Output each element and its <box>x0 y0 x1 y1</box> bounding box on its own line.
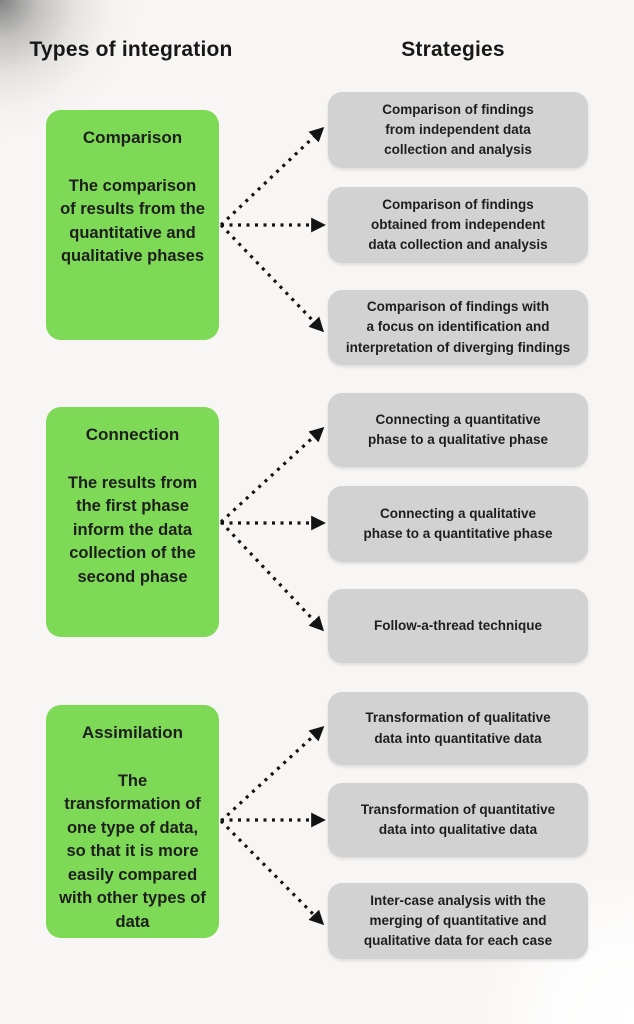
type-box-comparison: Comparison The comparison of results fro… <box>46 110 219 340</box>
strategy-label: Inter-case analysis with the merging of … <box>363 892 553 949</box>
strategy-label: Follow-a-thread technique <box>373 617 542 633</box>
strategy-box: Connecting a qualitative phase to a quan… <box>328 486 588 562</box>
type-title: Assimilation <box>81 723 184 742</box>
strategy-box: Transformation of qualitative data into … <box>328 692 588 765</box>
strategy-label: Transformation of qualitative data into … <box>365 710 551 746</box>
strategy-label: Comparison of findings with a focus on i… <box>345 299 571 355</box>
strategy-box: Inter-case analysis with the merging of … <box>328 883 588 959</box>
strategy-label: Comparison of findings from independent … <box>382 101 534 158</box>
arrow-line <box>219 126 325 227</box>
strategy-box: Comparison of findings obtained from ind… <box>328 187 588 263</box>
strategy-label: Transformation of quantitative data into… <box>360 801 556 837</box>
type-title: Comparison <box>82 128 183 147</box>
strategy-label: Comparison of findings obtained from ind… <box>368 196 548 253</box>
strategy-box: Transformation of quantitative data into… <box>328 783 588 857</box>
column-header-types: Types of integration <box>29 38 233 61</box>
arrow-line <box>219 819 325 926</box>
strategy-label: Connecting a quantitative phase to a qua… <box>367 411 549 447</box>
arrow-line <box>219 726 325 823</box>
strategy-box: Connecting a quantitative phase to a qua… <box>328 393 588 467</box>
strategy-box: Comparison of findings from independent … <box>328 92 588 168</box>
type-box-connection: Connection The results from the first ph… <box>46 407 219 637</box>
strategy-box: Follow-a-thread technique <box>328 589 588 663</box>
type-description: The comparison of results from the quant… <box>60 177 205 266</box>
type-box-assimilation: Assimilation The transformation of one t… <box>46 705 219 938</box>
strategy-box: Comparison of findings with a focus on i… <box>328 290 588 365</box>
strategy-label: Connecting a qualitative phase to a quan… <box>363 505 553 541</box>
type-title: Connection <box>85 425 180 444</box>
arrow-line <box>219 520 325 632</box>
type-description: The results from the first phase inform … <box>67 474 198 586</box>
type-description: The transformation of one type of data, … <box>59 772 206 931</box>
arrow-line <box>219 223 325 333</box>
column-header-strategies: Strategies <box>401 38 505 61</box>
arrow-line <box>219 427 325 524</box>
